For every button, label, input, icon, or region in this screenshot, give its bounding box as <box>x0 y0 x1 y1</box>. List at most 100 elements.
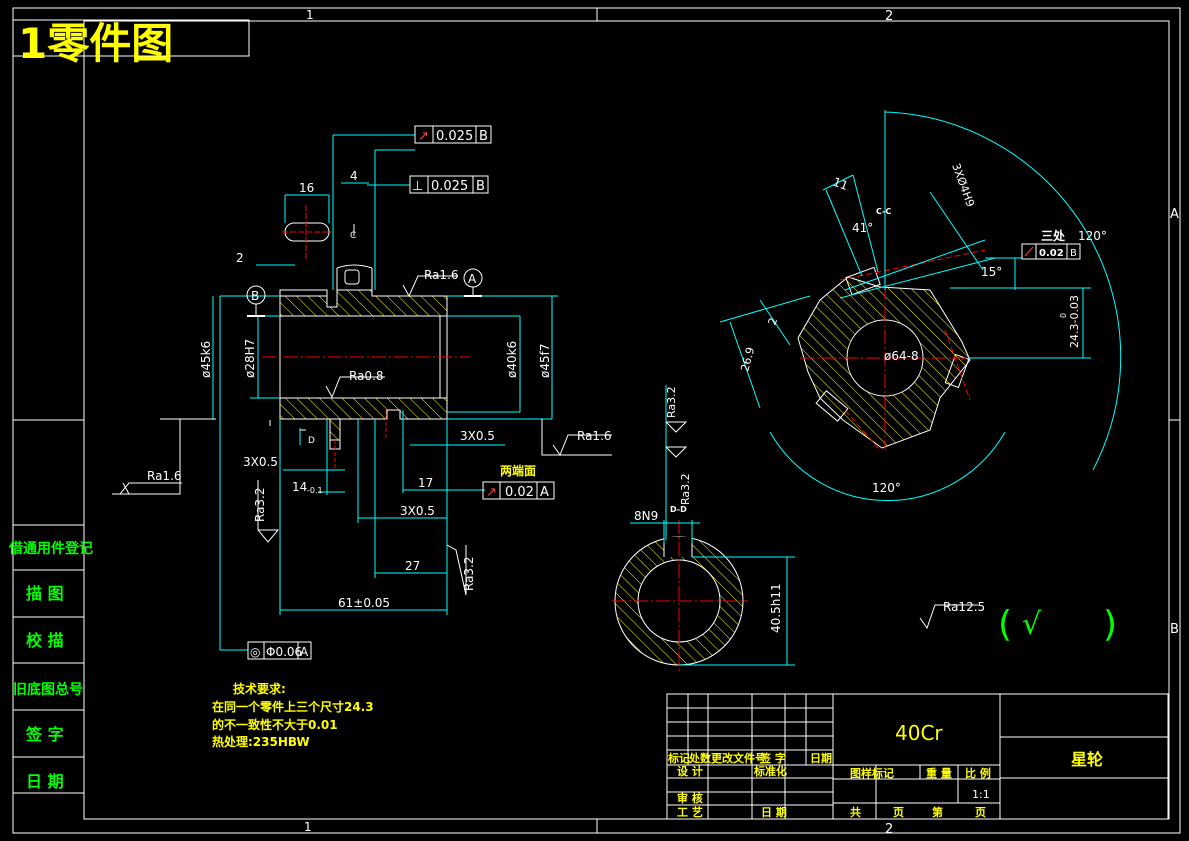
svg-text:Ra3.2: Ra3.2 <box>665 386 678 418</box>
svg-text:B: B <box>479 129 488 144</box>
svg-text:A: A <box>540 485 549 500</box>
zone-right-a: A <box>1170 207 1179 222</box>
dim-phi40k6: ø40k6 <box>505 341 519 378</box>
side-table <box>12 524 85 794</box>
svg-text:↗: ↗ <box>418 129 429 144</box>
svg-text:共: 共 <box>850 805 861 819</box>
roughness-ra32-a: Ra3.2 <box>253 480 280 543</box>
key-section-view: 8N9 40.5h11 D-D Ra3.2 Ra3.2 <box>612 385 795 672</box>
zone-bottom-2: 2 <box>885 822 893 837</box>
dim-phi45k6: ø45k6 <box>199 341 213 378</box>
svg-text:第: 第 <box>932 805 943 819</box>
svg-text:(: ( <box>998 604 1012 645</box>
material-text: 40Cr <box>895 721 943 745</box>
svg-text:日 期: 日 期 <box>761 805 787 819</box>
svg-text:B: B <box>1070 248 1077 259</box>
dim-17: 17 <box>418 476 433 490</box>
svg-text:Φ0.06: Φ0.06 <box>266 645 302 659</box>
star-wheel-view: C-C 11 41° 3XØ4H9 15° 三处 0.02 B 120° 120… <box>719 110 1122 502</box>
svg-text:日期: 日期 <box>810 751 832 765</box>
svg-text:重 量: 重 量 <box>926 766 952 780</box>
gdt-coaxiality-frame: ◎ Φ0.06 A <box>247 641 312 660</box>
svg-text:Ra3.2: Ra3.2 <box>462 556 476 591</box>
svg-text:1:1: 1:1 <box>972 788 990 801</box>
svg-text:A: A <box>300 645 309 659</box>
svg-text:签 字: 签 字 <box>759 751 786 765</box>
gdt-perpendicularity-frame: ⊥ 0.025 B <box>409 175 489 194</box>
title-box <box>12 19 250 57</box>
section-label-c: C-C <box>876 207 891 216</box>
svg-text:处数: 处数 <box>688 751 712 765</box>
svg-text:Ra3.2: Ra3.2 <box>679 473 692 505</box>
svg-text:Ra1.6: Ra1.6 <box>147 469 182 483</box>
svg-text:0.02: 0.02 <box>1039 248 1064 259</box>
title-block <box>666 693 1169 820</box>
dim-120deg-top: 120° <box>1078 229 1107 243</box>
svg-text:标准化: 标准化 <box>753 764 787 778</box>
dim-24.3: 24.3-0.03 <box>1068 295 1081 348</box>
svg-text:⊥: ⊥ <box>412 179 423 194</box>
section-mark-d: D <box>308 436 315 446</box>
svg-text:图样标记: 图样标记 <box>850 766 894 780</box>
other-roughness: Ra12.5 ( √ ) <box>919 600 1117 645</box>
svg-text:Ra1.6: Ra1.6 <box>577 429 612 443</box>
dim-2-right: 2 <box>766 316 781 327</box>
dim-11: 11 <box>831 175 850 193</box>
svg-text:Ra12.5: Ra12.5 <box>943 600 985 614</box>
svg-text:0.025: 0.025 <box>436 129 473 144</box>
section-top-hatch <box>279 289 448 317</box>
datum-a-marker: A <box>463 268 483 297</box>
svg-text:工 艺: 工 艺 <box>677 805 703 819</box>
technical-notes: 技术要求: 在同一个零件上三个尺寸24.3 的不一致性不大于0.01 热处理:2… <box>212 681 374 749</box>
gdt-runout-frame: ↗ 0.025 B <box>414 125 492 144</box>
roughness-key-ra32-a: Ra3.2 <box>665 386 688 433</box>
svg-text:比 例: 比 例 <box>965 766 991 780</box>
section-mark-c: C <box>350 231 356 241</box>
section-bottom-hatch <box>279 397 448 441</box>
svg-text:Ra0.8: Ra0.8 <box>349 369 384 383</box>
svg-text:设 计: 设 计 <box>677 764 703 778</box>
svg-text:审 核: 审 核 <box>677 791 703 805</box>
dim-8N9: 8N9 <box>634 509 658 523</box>
part-name-text: 星轮 <box>1071 750 1103 769</box>
svg-text:0.025: 0.025 <box>431 179 468 194</box>
svg-text:A: A <box>468 272 477 286</box>
zone-right-b: B <box>1170 622 1179 637</box>
zone-ticks <box>13 8 1180 833</box>
svg-text:B: B <box>476 179 485 194</box>
left-section-view: ↗ 0.025 B ⊥ 0.025 B ↗ 0.02 A 两端面 ◎ Φ0.06 <box>112 125 612 660</box>
section-label-d: D-D <box>670 505 687 514</box>
svg-text:Ra1.6: Ra1.6 <box>424 268 459 282</box>
roughness-ra16-right: Ra1.6 <box>541 419 612 457</box>
side-table-row-6: 日 期 <box>26 772 64 791</box>
roughness-ra08: Ra0.8 <box>325 369 385 399</box>
zone-top-2: 2 <box>885 9 893 24</box>
roughness-ra32-b: Ra3.2 <box>446 544 476 596</box>
dim-26.9: 26.9 <box>738 346 757 373</box>
svg-text:√: √ <box>1022 607 1042 642</box>
svg-text:): ) <box>1103 604 1117 645</box>
dim-120deg-bottom: 120° <box>872 481 901 495</box>
dim-chamfer-a: 3X0.5 <box>460 429 495 443</box>
svg-text:标记: 标记 <box>667 751 690 765</box>
dim-chamfer-b: 3X0.5 <box>243 455 278 469</box>
svg-text:B: B <box>251 289 259 303</box>
dim-phi64: ø64-8 <box>884 349 919 363</box>
side-table-row-4: 旧底图总号 <box>13 681 83 698</box>
dim-14: 14 <box>292 480 307 494</box>
svg-text:页: 页 <box>893 806 904 819</box>
roughness-key-ra32-b: Ra3.2 <box>665 446 692 505</box>
outer-frame <box>12 7 1181 834</box>
dim-holes-3x: 3XØ4H9 <box>949 162 977 209</box>
dim-24.3-upper: 0 <box>1059 313 1068 318</box>
svg-text:Ra3.2: Ra3.2 <box>253 487 267 522</box>
dim-15deg: 15° <box>981 265 1002 279</box>
dim-phi28H7: ø28H7 <box>243 339 257 378</box>
side-table-row-5: 签 字 <box>25 725 64 744</box>
svg-text:↗: ↗ <box>486 485 497 500</box>
svg-text:◎: ◎ <box>250 645 260 659</box>
dim-40.5h11: 40.5h11 <box>769 583 783 633</box>
gdt-endface-frame: ↗ 0.02 A <box>482 481 555 500</box>
zone-bottom-1: 1 <box>304 820 312 834</box>
